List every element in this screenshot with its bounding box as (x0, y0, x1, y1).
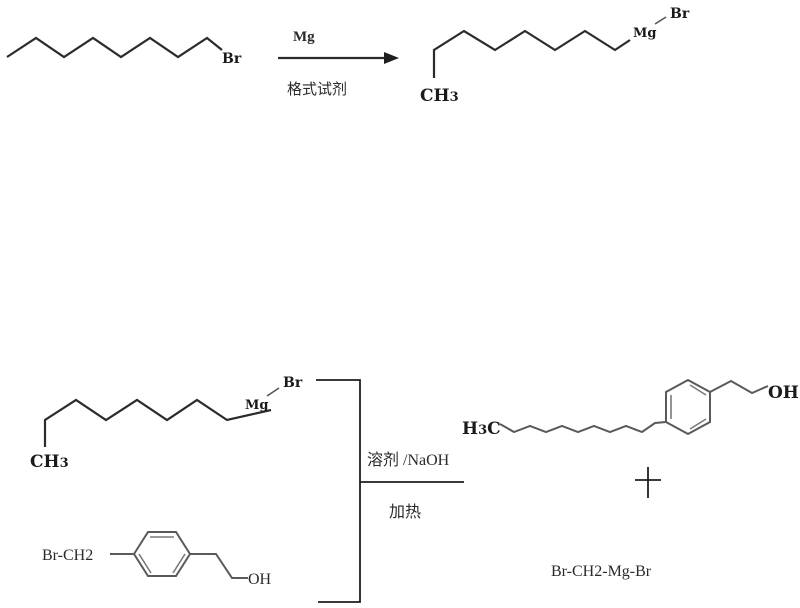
bromine-label: Br (670, 6, 690, 22)
ethyl-chain-bonds (709, 379, 769, 395)
mg-br-bond (266, 387, 280, 397)
magnesium-label: Mg (245, 398, 268, 413)
mg-br-bond (654, 16, 667, 25)
ring-double-bond (689, 418, 707, 430)
alkyl-chain-bonds (499, 421, 667, 434)
grignard-reagent-label: 格式试剂 (287, 80, 347, 98)
reactant-octyl-bromide: Br (6, 36, 242, 67)
magnesium-label: Mg (633, 26, 656, 41)
reagent-mg-label: Mg (293, 29, 315, 45)
product-octylmagnesium-bromide: CH3 Mg Br (420, 6, 690, 106)
alkyl-chain-bonds (6, 36, 223, 59)
hydroxyl-label: OH (248, 571, 272, 588)
ring-double-bond (172, 553, 186, 574)
ring-double-bond (138, 553, 152, 574)
reactant-octylmagnesium-bromide: CH3 Mg Br (30, 375, 303, 472)
methyl-label: H3C (462, 419, 501, 439)
ethyl-chain-bonds (190, 553, 248, 579)
benzene-ring (665, 378, 711, 436)
heating-label: 加热 (389, 502, 421, 521)
plus-icon (635, 467, 661, 498)
byproduct-formula: Br-CH2-Mg-Br (551, 563, 652, 580)
reactant-bromomethyl-phenethyl-alcohol: Br-CH2 OH (42, 531, 272, 588)
methyl-label: CH3 (420, 86, 459, 106)
alkyl-chain-bonds (43, 398, 272, 447)
benzene-ring (132, 531, 192, 577)
product-nonylphenethyl-alcohol: H3C OH (462, 378, 799, 439)
solvent-naoh-label: 溶剂 /NaOH (367, 451, 450, 469)
alkyl-chain-bonds (432, 29, 631, 78)
methyl-label: CH3 (30, 452, 69, 472)
reactant-bracket (316, 379, 361, 603)
bromine-label: Br (222, 51, 242, 67)
ring-double-bond (689, 384, 707, 396)
reaction-bracket-arrow: 溶剂 /NaOH 加热 (316, 379, 464, 603)
bromomethyl-label: Br-CH2 (42, 547, 93, 564)
hydroxyl-label: OH (768, 383, 799, 403)
arrow-head-icon (384, 52, 399, 64)
reaction-arrow-1: Mg 格式试剂 (278, 29, 399, 98)
bromine-label: Br (283, 375, 303, 391)
